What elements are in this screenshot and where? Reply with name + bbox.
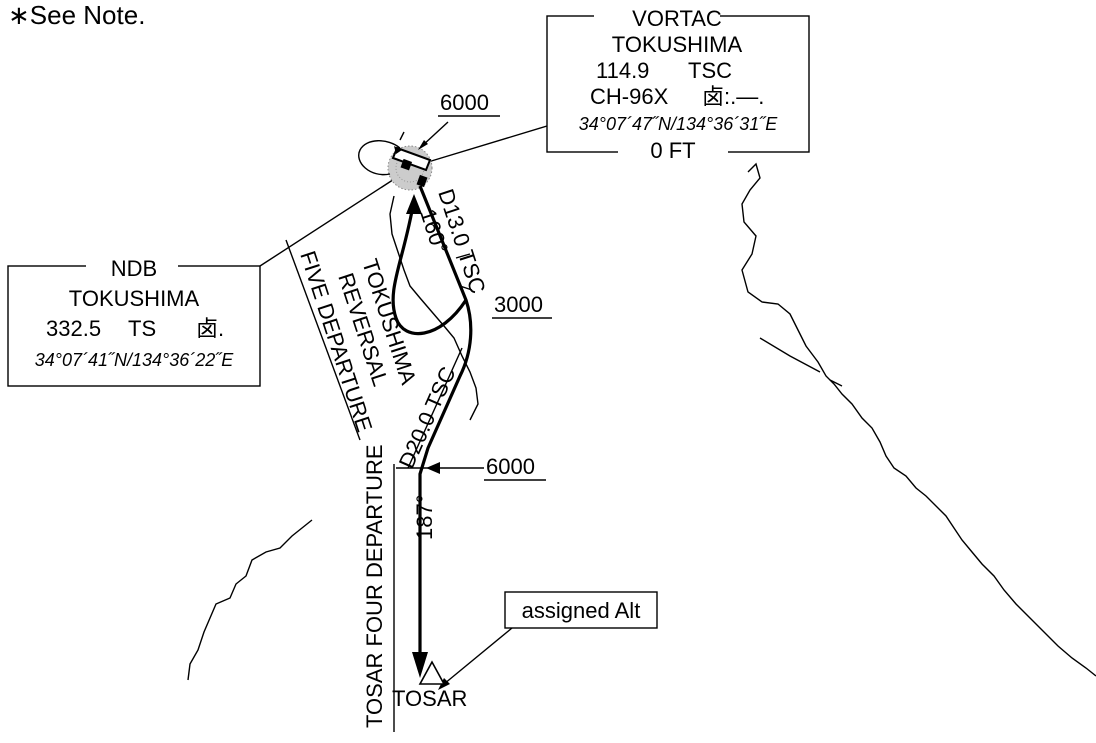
assigned-altitude-box[interactable]: assigned Alt	[504, 591, 658, 629]
see-note-text: ∗See Note.	[8, 0, 145, 30]
reversal-departure-bar	[285, 239, 361, 441]
tosar-departure-name: TOSAR FOUR DEPARTURE	[362, 444, 387, 728]
triangle-waypoint-icon	[418, 660, 446, 685]
ndb-morse-code: ⻧.	[196, 316, 224, 341]
route-return-arrowhead	[406, 194, 422, 214]
ndb-leader-line	[259, 173, 403, 267]
ndb-type: NDB	[111, 256, 157, 281]
assigned-altitude-leader	[443, 627, 513, 685]
route-160-outbound	[418, 185, 473, 668]
vortac-symbol[interactable]	[391, 146, 432, 188]
coastline-central	[389, 195, 479, 421]
route-return-loop	[391, 199, 468, 336]
vortac-elevation: 0 FT	[650, 138, 695, 163]
tosar-label: TOSAR	[392, 686, 467, 711]
coastline-east	[741, 162, 1096, 677]
altitude-6000-top[interactable]: 6000	[438, 90, 500, 117]
vortac-morse-code: ⻧:.—.	[702, 84, 764, 109]
ndb-coordinates: 34°07´41˝N/134°36´22˝E	[35, 350, 235, 370]
vortac-frequency: 114.9	[596, 58, 649, 83]
altitude-6000-lower[interactable]: 6000	[484, 454, 546, 481]
vortac-leader-line	[427, 125, 548, 163]
altitude-3000[interactable]: 3000	[492, 292, 552, 319]
reversal-tick	[399, 131, 405, 141]
altitude-3000-text: 3000	[494, 292, 543, 317]
altitude-6000-lower-text: 6000	[486, 454, 535, 479]
coastline-west	[187, 519, 313, 681]
vortac-channel: CH-96X	[590, 84, 669, 109]
d13-fix-marker	[455, 253, 471, 259]
ndb-ident: TS	[128, 316, 156, 341]
ndb-name: TOKUSHIMA	[69, 286, 200, 311]
altitude-6000-top-text: 6000	[440, 90, 489, 115]
tosar-fix[interactable]: TOSAR	[392, 660, 467, 711]
vortac-name: TOKUSHIMA	[612, 32, 743, 57]
ndb-info-box[interactable]: NDB TOKUSHIMA 332.5 TS ⻧. 34°07´41˝N/134…	[7, 256, 261, 387]
d20-fix-line	[407, 347, 463, 469]
route-tosar-arrowhead	[412, 652, 428, 678]
reversal-loop-turn	[358, 140, 401, 176]
vortac-ident: TSC	[688, 58, 732, 83]
d13-tick	[459, 285, 473, 291]
vortac-info-box[interactable]: VORTAC TOKUSHIMA 114.9 TSC CH-96X ⻧:.—. …	[546, 6, 810, 163]
vortac-type: VORTAC	[632, 6, 722, 31]
reversal-loop-arrowhead	[394, 146, 402, 154]
altitude-6000-lower-arrowhead	[426, 462, 440, 474]
coastline-east-inlet	[759, 337, 843, 387]
vortac-coordinates: 34°07´47˝N/134°36´31˝E	[579, 114, 779, 134]
ndb-frequency: 332.5	[46, 316, 101, 341]
altitude-6000-top-arrowhead	[418, 140, 428, 150]
assigned-altitude-text: assigned Alt	[522, 598, 641, 623]
altitude-6000-top-leader	[421, 121, 449, 147]
course-187-label: 187°	[412, 494, 437, 540]
